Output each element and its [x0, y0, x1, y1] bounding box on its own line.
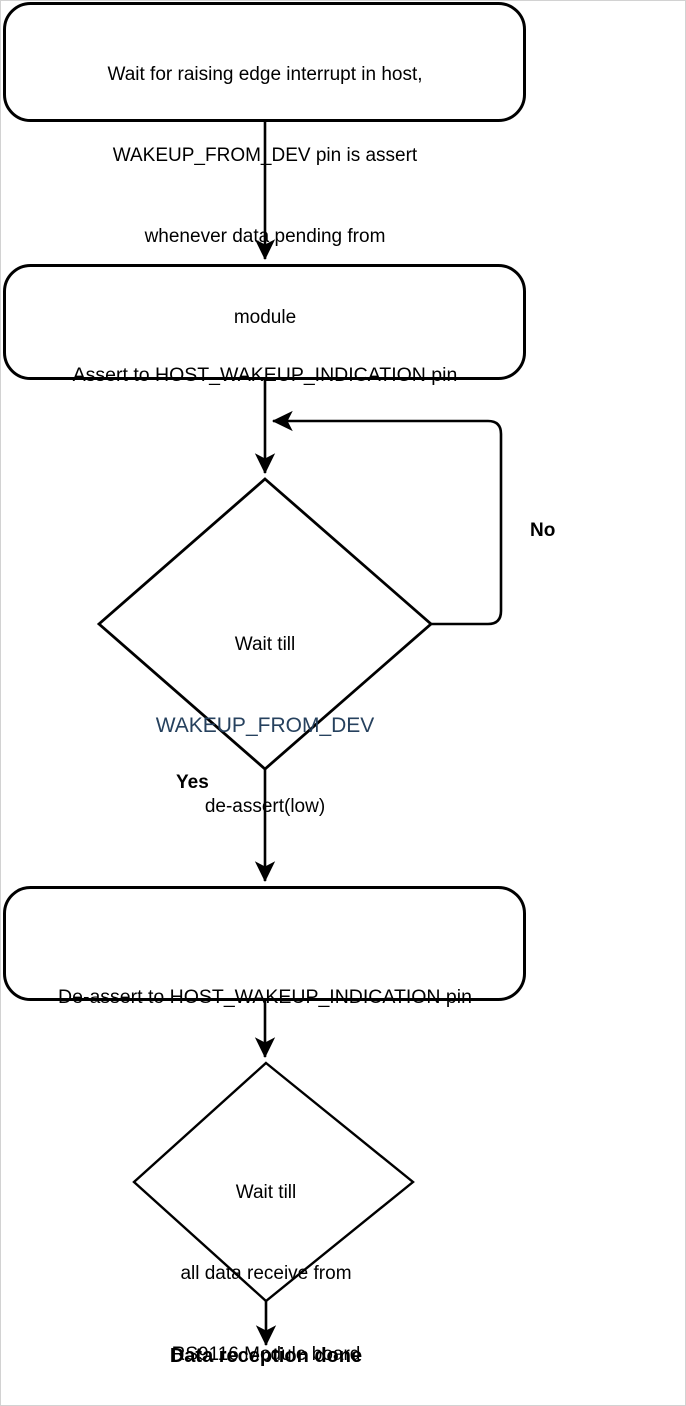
node-decision-data-shape — [132, 1061, 415, 1303]
edge-label-yes: Yes — [176, 772, 209, 793]
node-wait-interrupt-shape — [3, 2, 526, 122]
node-terminal-done-label: Data reception done — [169, 1345, 363, 1367]
edge-label-no: No — [530, 520, 556, 541]
node-decision-wakeup-shape — [96, 477, 434, 771]
node-assert-pin-shape — [3, 264, 526, 380]
node-deassert-pin-shape — [3, 886, 526, 1001]
edge-no-loopback — [271, 410, 503, 626]
